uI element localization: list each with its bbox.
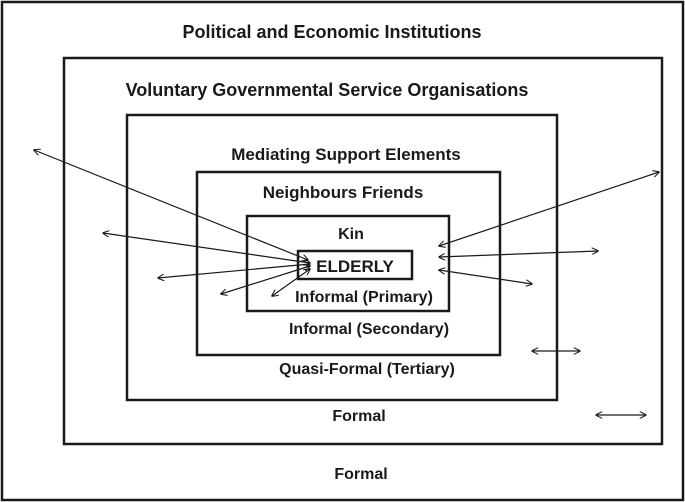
kin-label: Kin [338, 226, 364, 243]
informal-secondary-label: Informal (Secondary) [289, 321, 449, 338]
voluntary-organisations-label: Voluntary Governmental Service Organisat… [126, 80, 529, 100]
arrow-elderly-to-mediating-left [158, 264, 310, 278]
neighbours-friends-label: Neighbours Friends [263, 183, 424, 202]
arrow-right-to-voluntary [439, 251, 598, 257]
arrow-right-to-political [439, 172, 659, 246]
informal-primary-label: Informal (Primary) [295, 289, 433, 306]
elderly-label: ELDERLY [316, 257, 394, 276]
arrow-elderly-to-political-left [34, 150, 308, 260]
formal-outer-label: Formal [334, 466, 387, 483]
arrow-elderly-to-kin-left [272, 269, 310, 296]
political-institutions-label: Political and Economic Institutions [182, 22, 481, 42]
arrow-right-to-mediating [439, 270, 532, 284]
arrow-elderly-to-voluntary-left [103, 233, 310, 263]
mediating-elements-label: Mediating Support Elements [231, 145, 461, 164]
formal-inner-label: Formal [332, 408, 385, 425]
quasi-formal-label: Quasi-Formal (Tertiary) [279, 361, 455, 378]
